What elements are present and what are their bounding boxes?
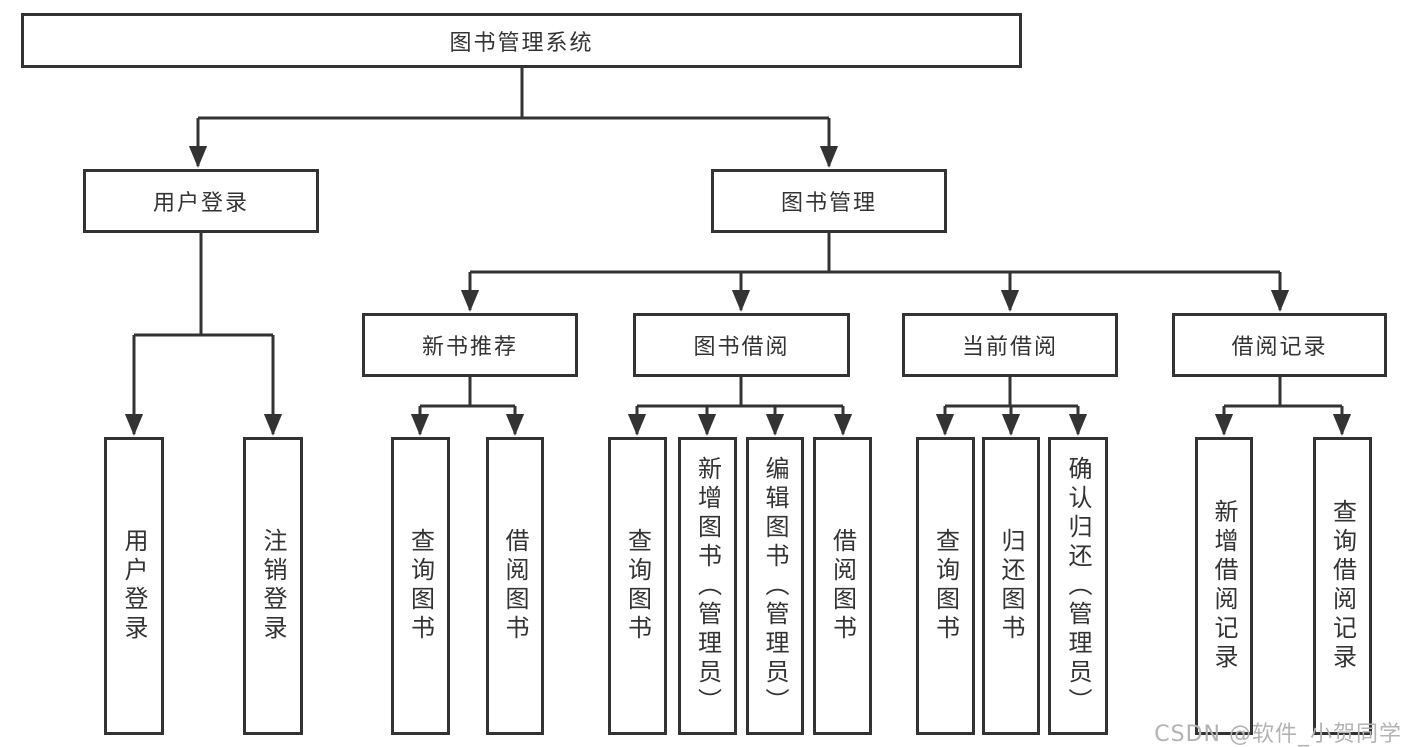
connector-book-borrowing-branch (637, 377, 843, 408)
node-root-system: 图书管理系统 (21, 13, 1022, 68)
connector-new-book-branch (420, 377, 515, 408)
leaf-borrow-books: 借阅图书 (813, 437, 872, 735)
connector-root-branch (198, 68, 829, 120)
leaf-return-books: 归还图书 (982, 437, 1040, 735)
node-book-borrowing: 图书借阅 (633, 313, 850, 377)
leaf-query-books-current: 查询图书 (916, 437, 975, 735)
node-book-management: 图书管理 (711, 169, 947, 233)
leaf-query-books-borrow: 查询图书 (608, 437, 667, 735)
node-current-borrowing: 当前借阅 (902, 313, 1118, 377)
leaf-add-borrow-record: 新增借阅记录 (1195, 437, 1253, 735)
csdn-watermark: CSDN @软件_小贺同学 (1154, 722, 1402, 747)
connector-current-borrowing-branch (945, 377, 1078, 408)
node-user-login: 用户登录 (83, 169, 319, 233)
leaf-query-books-recommend: 查询图书 (391, 437, 450, 735)
connector-user-login-branch (134, 233, 273, 337)
leaf-logout: 注销登录 (243, 437, 303, 735)
leaf-confirm-return-admin: 确认归还（管理员） (1048, 437, 1108, 735)
leaf-edit-books-admin: 编辑图书（管理员） (746, 437, 804, 735)
node-new-book-recommendation: 新书推荐 (362, 313, 578, 377)
leaf-borrow-books-recommend: 借阅图书 (486, 437, 544, 735)
connector-book-management-branch (470, 233, 1280, 274)
leaf-query-borrow-record: 查询借阅记录 (1313, 437, 1372, 735)
node-borrowing-records: 借阅记录 (1172, 313, 1387, 377)
leaf-add-books-admin: 新增图书（管理员） (678, 437, 737, 735)
connector-borrowing-records-branch (1224, 377, 1342, 408)
leaf-user-login: 用户登录 (104, 437, 164, 735)
